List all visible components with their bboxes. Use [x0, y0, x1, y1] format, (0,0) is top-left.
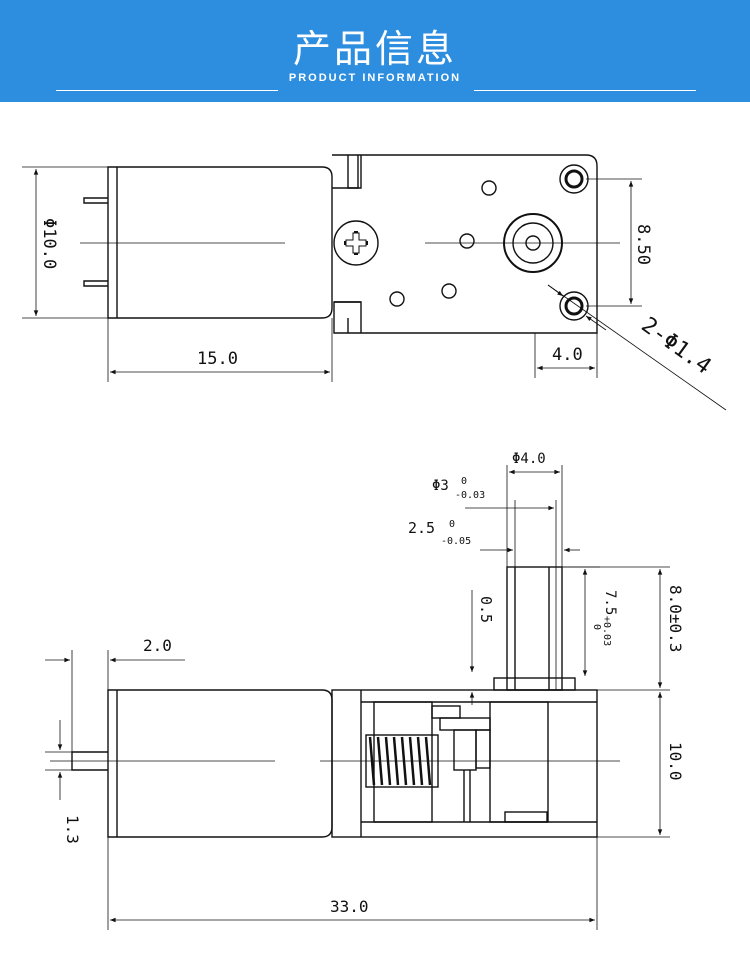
- dim-motor-length: 15.0: [197, 349, 238, 369]
- dim-d3-lower: -0.03: [455, 490, 485, 501]
- page-subtitle: PRODUCT INFORMATION: [288, 72, 462, 84]
- dim-total-len: 33.0: [330, 897, 369, 916]
- motor-body: [107, 166, 333, 319]
- header-banner: 产品信息 PRODUCT INFORMATION: [0, 0, 750, 102]
- dim-shaft-len: 8.0±0.3: [666, 585, 685, 652]
- mount-hole: [559, 164, 589, 194]
- terminal-pin: [83, 197, 108, 204]
- gearbox-side: [331, 689, 598, 838]
- dim-shaft-dia: Φ4.0: [512, 451, 546, 467]
- dim-body-h: 10.0: [666, 742, 685, 781]
- gearbox-plate: [332, 154, 598, 334]
- screw-head: [333, 220, 379, 266]
- dim-gap: 0.5: [477, 596, 495, 623]
- dim-flat-len: 7.5: [602, 590, 618, 615]
- dim-flat: 2.5: [408, 519, 435, 537]
- terminal-pin: [83, 280, 108, 287]
- dim-flat-upper: 0: [449, 519, 455, 530]
- dim-diameter: Φ10.0: [39, 218, 59, 269]
- dim-hole-offset: 4.0: [552, 345, 583, 365]
- dim-d3-upper: 0: [461, 476, 467, 487]
- dim-hole-spacing: 8.50: [633, 224, 653, 265]
- motor-side-body: [107, 689, 333, 838]
- top-view: [22, 154, 727, 411]
- banner-divider-right: [474, 90, 696, 91]
- side-view: [45, 465, 670, 930]
- page-title: 产品信息: [292, 27, 457, 71]
- banner-divider-left: [56, 90, 278, 91]
- dim-d3: Φ3: [432, 478, 449, 494]
- dim-holes: 2-Φ1.4: [636, 313, 715, 380]
- dim-terminal-h: 1.3: [63, 815, 82, 844]
- dim-flat-len-upper: +0.03: [601, 616, 612, 646]
- dim-flat-len-lower: 0: [591, 624, 602, 630]
- dim-flat-lower: -0.05: [441, 536, 471, 547]
- dim-terminal-len: 2.0: [143, 636, 172, 655]
